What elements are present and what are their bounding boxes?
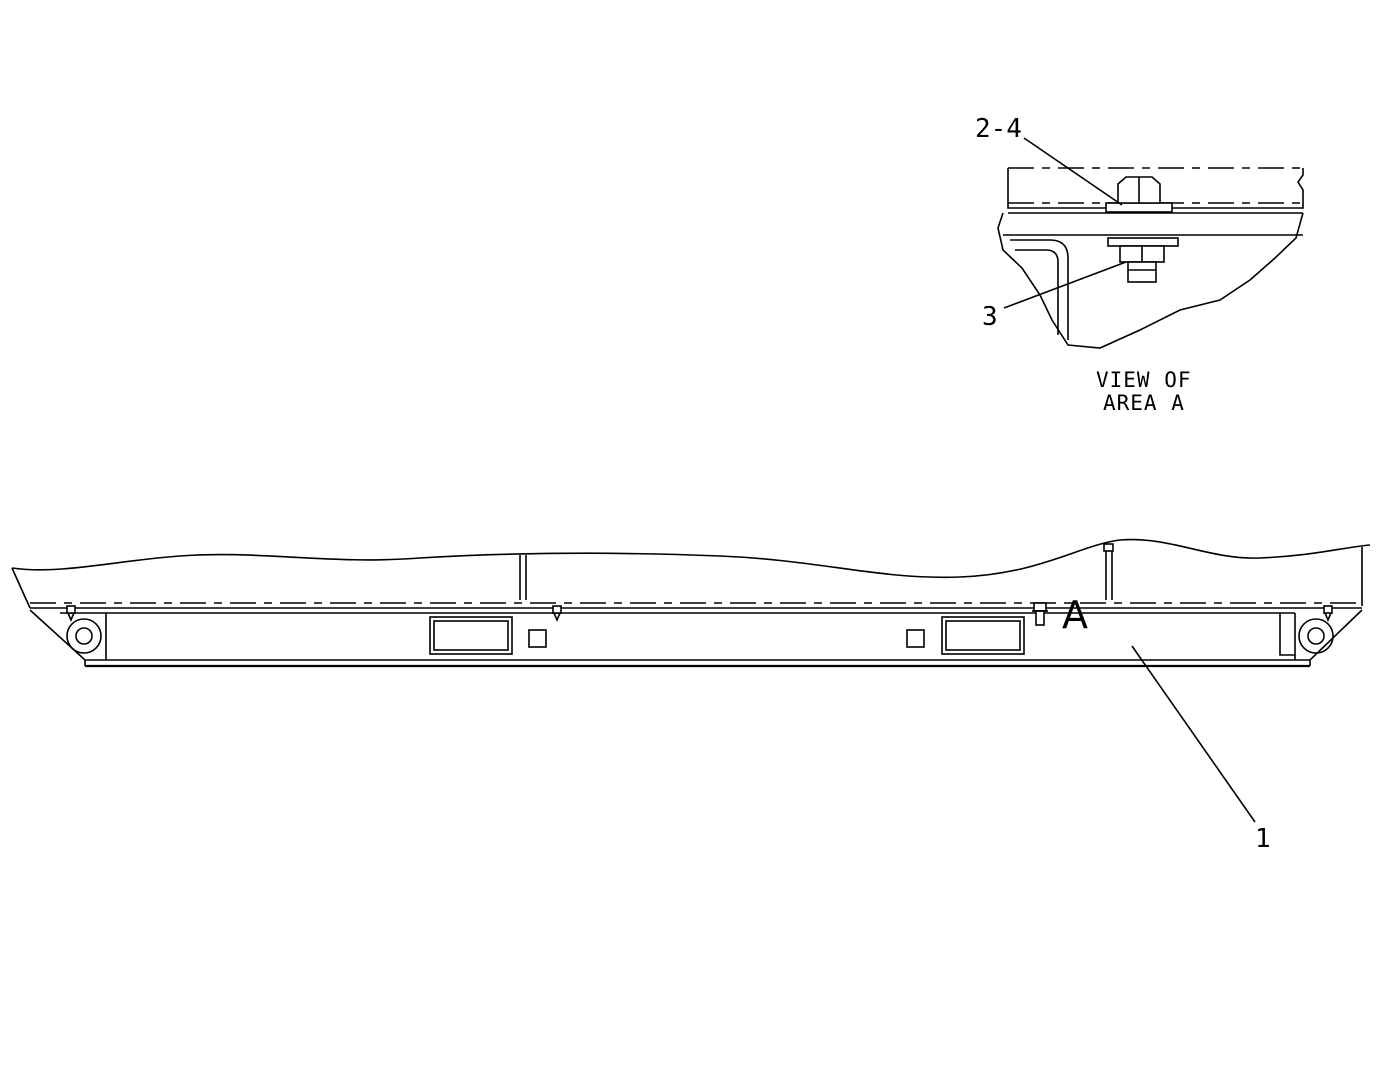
detail-upper-plate-outline (1007, 168, 1304, 209)
bolt-left (66, 605, 76, 623)
detail-angle-bracket-inner (1015, 249, 1059, 335)
main-assembly: A 1 (11, 538, 1371, 854)
square-hole-left (528, 629, 547, 648)
leader-1 (1131, 645, 1256, 823)
bolt-right (1323, 605, 1333, 623)
panel-left-edge (11, 567, 31, 609)
beam-right-notch (1279, 613, 1295, 656)
right-roller (1298, 618, 1334, 654)
callout-2-4: 2-4 (975, 114, 1022, 144)
hex-bolt-head (1105, 176, 1173, 213)
detail-caption-line2: AREA A (1103, 391, 1185, 415)
leader-2-4 (1023, 137, 1123, 206)
stiffener-tab (1103, 543, 1114, 552)
callout-3: 3 (982, 302, 998, 332)
detail-lower-member-outline (997, 212, 1304, 349)
area-a-marker: A (1062, 593, 1088, 637)
detail-view-area-a: 2-4 3 VIEW OF AREA A (975, 114, 1304, 415)
detail-caption-line1: VIEW OF (1096, 368, 1192, 392)
callout-1: 1 (1255, 824, 1271, 854)
detail-angle-bracket (1010, 239, 1069, 340)
beam-outline (29, 609, 1363, 661)
cutout-left (429, 616, 513, 655)
cutout-right (941, 616, 1025, 655)
left-roller (66, 618, 102, 654)
square-hole-right (906, 629, 925, 648)
bolt-area-a (1032, 602, 1048, 626)
bolt-mid (552, 605, 562, 623)
break-line-wavy (11, 538, 1371, 579)
washer-and-nut (1107, 237, 1179, 283)
leader-3 (1003, 261, 1127, 309)
